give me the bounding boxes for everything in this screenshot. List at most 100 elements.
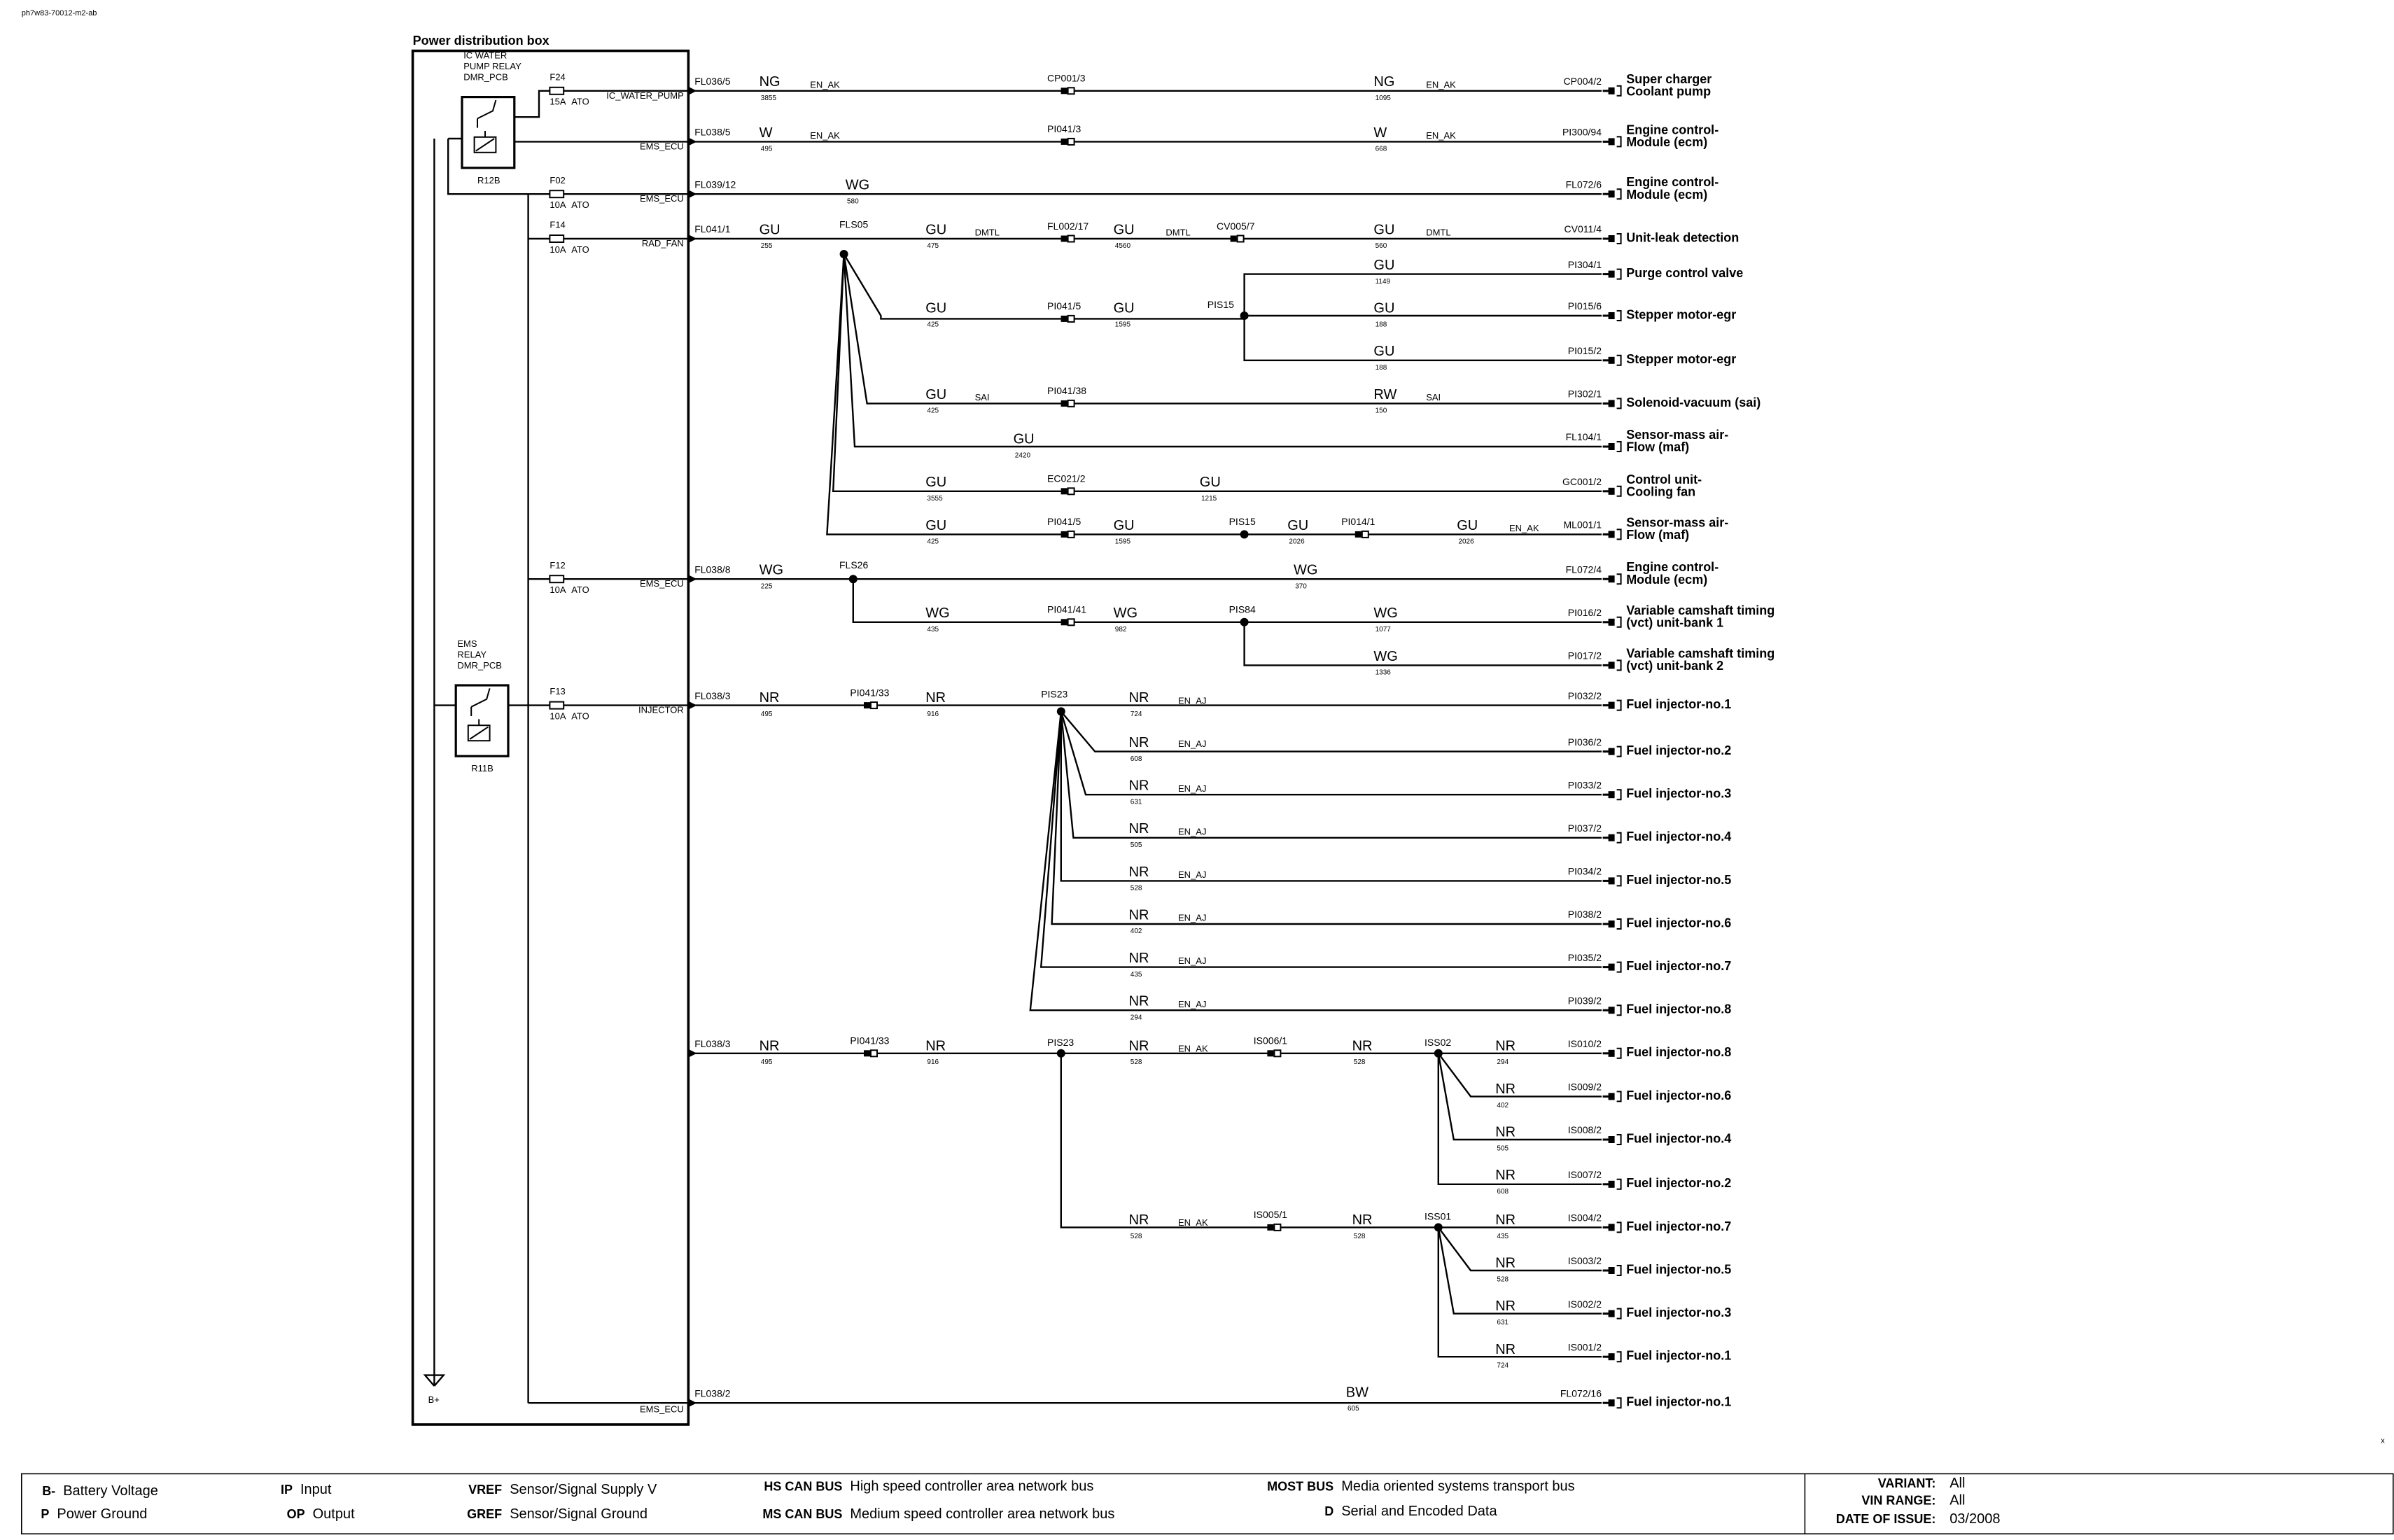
destination-connector [1602, 1222, 1622, 1233]
destination-connector-socket [1616, 1308, 1622, 1320]
wire-color: GU [1373, 222, 1394, 237]
destination-connector-label: PI036/2 [1568, 736, 1602, 748]
destination-connector-pin [1608, 87, 1615, 94]
fuse-type: ATO [571, 200, 589, 210]
destination-name: Fuel injector-no.2 [1626, 1176, 1731, 1190]
relay-r12b [461, 96, 516, 169]
document-id: ph7w83-70012-m2-ab [22, 9, 97, 18]
inline-connector [864, 1049, 878, 1058]
destination-connector-socket [1616, 85, 1622, 97]
circuit-number: 580 [847, 197, 859, 205]
fuse-f02 [549, 190, 565, 199]
circuit-number: 1595 [1115, 321, 1131, 328]
wire [1243, 316, 1602, 361]
destination-connector-socket [1616, 1004, 1622, 1016]
destination-connector-label: PI034/2 [1568, 866, 1602, 877]
destination-connector-label: PI037/2 [1568, 822, 1602, 834]
inline-connector [1267, 1223, 1282, 1231]
wire-label: EN_AK [810, 130, 840, 141]
inline-connector-pin [1267, 1050, 1274, 1057]
destination-name: Stepper motor-egr [1626, 307, 1736, 321]
wire-color: NG [1373, 74, 1394, 90]
box-pin-label: FL039/12 [694, 178, 736, 190]
wire-label: DMTL [1166, 227, 1190, 238]
relay-name-line: PUMP RELAY [463, 61, 522, 71]
inline-connector [1060, 399, 1075, 407]
destination-name: Sensor-mass air- [1626, 515, 1728, 529]
destination-name: Fuel injector-no.4 [1626, 830, 1731, 844]
destination-connector [1602, 699, 1622, 711]
destination-connector-label: FL072/16 [1560, 1387, 1602, 1399]
inline-connector-socket [1067, 137, 1075, 146]
inline-connector [1060, 618, 1075, 626]
destination-connector-label: IS010/2 [1568, 1038, 1602, 1049]
circuit-number: 528 [1354, 1058, 1366, 1066]
destination-connector-pin [1608, 487, 1615, 495]
destination-connector [1602, 616, 1622, 628]
destination-connector-socket [1616, 573, 1622, 585]
destination-connector-socket [1616, 1047, 1622, 1059]
destination-name: Coolant pump [1626, 84, 1711, 98]
legend-abbreviation: B- [42, 1484, 55, 1498]
destination-connector-socket [1616, 961, 1622, 973]
wire-color: W [760, 125, 773, 141]
destination-name: Cooling fan [1626, 484, 1695, 498]
fuse-type: ATO [571, 97, 589, 107]
destination-connector-label: IS009/2 [1568, 1082, 1602, 1093]
wire [1437, 1227, 1602, 1358]
destination-connector-label: PI035/2 [1568, 952, 1602, 963]
inline-connector-pin [1060, 235, 1068, 242]
wire-color: NR [1129, 907, 1149, 923]
relay-name-line: RELAY [457, 649, 486, 659]
destination-connector-label: PI304/1 [1568, 259, 1602, 270]
circuit-number: 4560 [1115, 242, 1131, 250]
wire [843, 253, 1602, 405]
inline-connector-pin [1267, 1224, 1274, 1231]
destination-connector-pin [1608, 190, 1615, 198]
power-distribution-box [411, 49, 690, 1426]
wire-label: EN_AK [1178, 1217, 1208, 1228]
circuit-number: 560 [1376, 242, 1387, 250]
destination-connector [1602, 1265, 1622, 1276]
legend-description: Output [313, 1506, 355, 1522]
wire-color: NR [1495, 1168, 1516, 1183]
destination-connector-label: PI302/1 [1568, 388, 1602, 400]
wire-color: WG [1373, 606, 1397, 621]
meta-key: DATE OF ISSUE: [1836, 1512, 1936, 1526]
destination-connector [1602, 961, 1622, 973]
wire-color: NR [1129, 735, 1149, 750]
legend-abbreviation: P [41, 1507, 49, 1521]
inline-connector [1060, 234, 1075, 243]
inline-connector-socket [1067, 87, 1075, 95]
circuit-number: 724 [1130, 710, 1142, 718]
destination-connector-socket [1616, 1397, 1622, 1409]
meta-key: VARIANT: [1878, 1476, 1936, 1490]
destination-connector-label: IS002/2 [1568, 1298, 1602, 1310]
destination-connector [1602, 188, 1622, 200]
wire-label: EN_AK [810, 79, 840, 90]
box-pin-label: FL038/5 [694, 127, 731, 138]
destination-name: Control unit- [1626, 472, 1702, 486]
destination-name: Fuel injector-no.3 [1626, 787, 1731, 801]
destination-name: Fuel injector-no.8 [1626, 1045, 1731, 1059]
legend-description: Sensor/Signal Supply V [510, 1482, 657, 1497]
fuse-f24 [549, 86, 565, 95]
destination-connector-socket [1616, 188, 1622, 200]
destination-connector-socket [1616, 1178, 1622, 1190]
circuit-number: 916 [927, 710, 939, 718]
wire [1029, 711, 1602, 1011]
destination-connector [1602, 136, 1622, 148]
destination-connector-socket [1616, 268, 1622, 280]
circuit-number: 425 [927, 407, 939, 415]
wire [1243, 273, 1602, 316]
splice-point [848, 575, 858, 584]
circuit-number: 294 [1130, 1014, 1142, 1021]
inline-connector-socket [1273, 1223, 1282, 1231]
legend-description: Media oriented systems transport bus [1341, 1479, 1575, 1494]
destination-connector-socket [1616, 918, 1622, 930]
wire-color: NR [1129, 821, 1149, 836]
destination-connector-pin [1608, 1353, 1615, 1361]
inline-connector [1060, 87, 1075, 95]
legend-abbreviation: D [1324, 1504, 1334, 1518]
destination-connector [1602, 875, 1622, 887]
